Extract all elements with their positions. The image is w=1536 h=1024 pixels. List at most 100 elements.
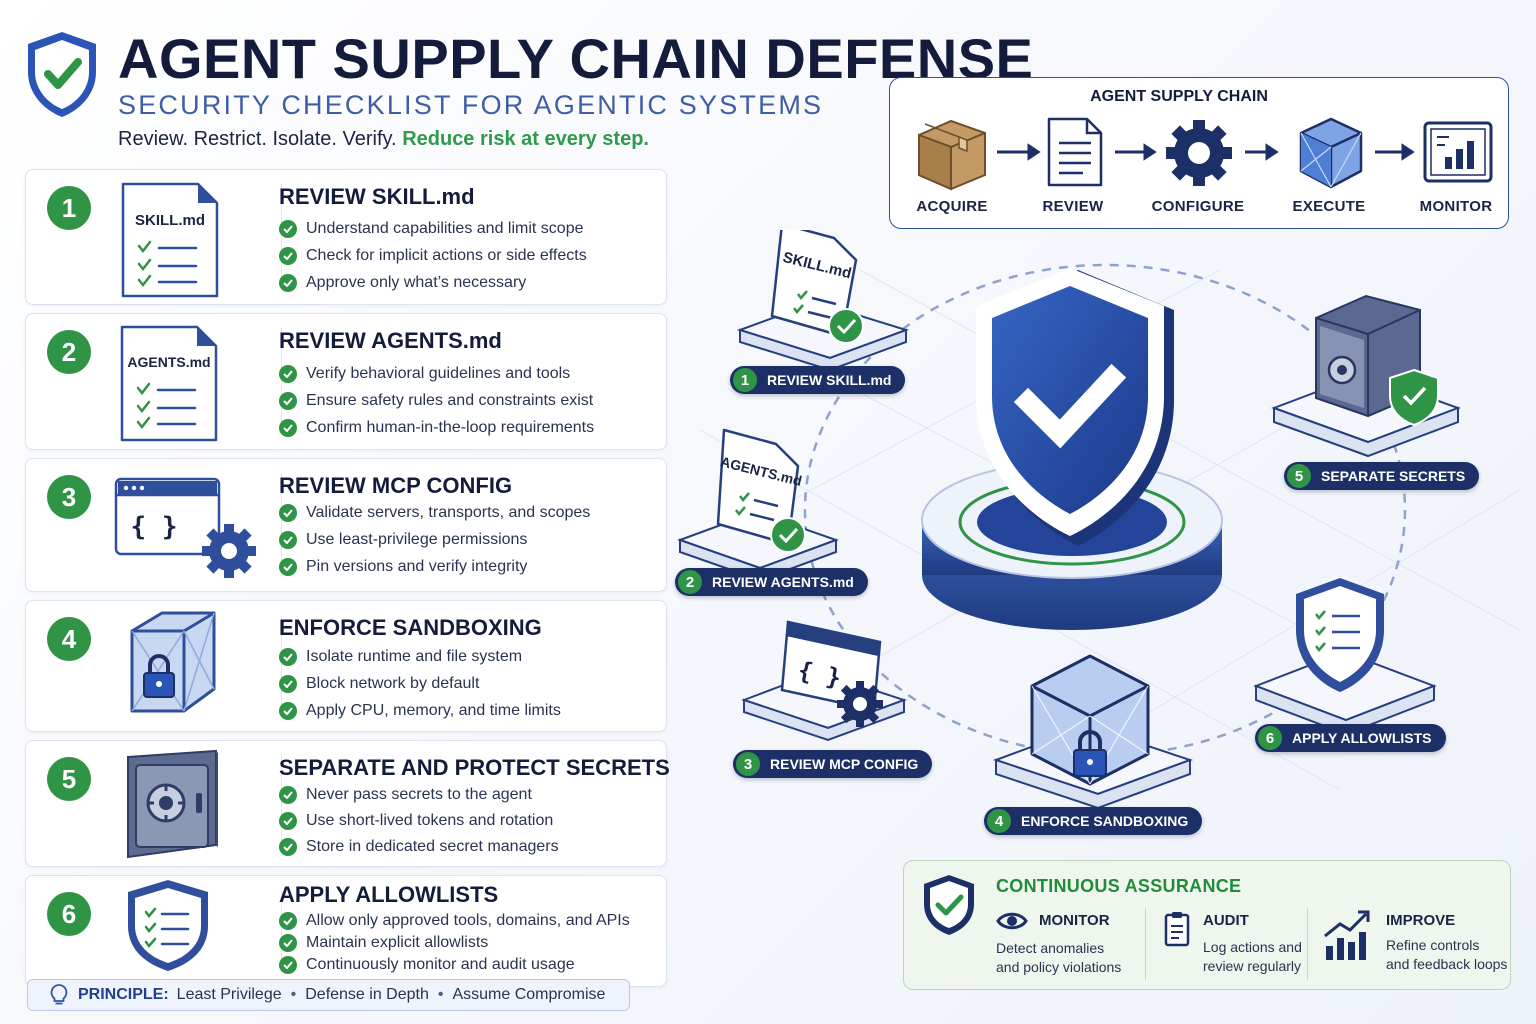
check-icon — [279, 956, 297, 974]
divider — [281, 473, 282, 577]
node-config-window: { } — [741, 620, 908, 742]
step-number: 6 — [47, 892, 91, 936]
principle-label: PRINCIPLE: — [78, 986, 169, 1003]
node-skill-document: SKILL.md — [736, 230, 910, 372]
clipboard-icon — [1164, 912, 1190, 947]
checklist-card-3: 3 { } REVIEW MCP CONFIG Validate servers… — [25, 458, 667, 592]
checklist-card-4: 4 ENFORCE SANDBOXING Isolate runtime and… — [25, 600, 667, 732]
shield-check-icon — [28, 32, 96, 117]
node-number: 2 — [678, 570, 702, 594]
document-icon — [1047, 117, 1103, 187]
check-icon — [279, 503, 297, 522]
check-item: Apply CPU, memory, and time limits — [279, 697, 561, 724]
check-list: Isolate runtime and file system Block ne… — [279, 643, 561, 724]
lightbulb-icon — [50, 984, 68, 1005]
principle-value: Assume Compromise — [452, 986, 606, 1003]
checklist-card-2: 2 AGENTS.md REVIEW AGENTS.md Verify beha… — [25, 313, 667, 450]
sandbox-cube-icon — [106, 601, 266, 731]
card-title: REVIEW SKILL.md — [279, 184, 475, 209]
node-label-text: REVIEW AGENTS.md — [712, 574, 854, 590]
checklist-card-6: 6 APPLY ALLOWLISTS Allow only approved t… — [25, 875, 667, 987]
check-list: Never pass secrets to the agent Use shor… — [279, 782, 559, 860]
check-list: Validate servers, transports, and scopes… — [279, 499, 590, 580]
node-number: 6 — [1258, 726, 1282, 750]
stage-label-review: REVIEW — [1042, 198, 1104, 215]
check-item: Ensure safety rules and constraints exis… — [279, 387, 594, 414]
stage-label-acquire: ACQUIRE — [916, 198, 988, 215]
checklist-card-5: 5 SEPARATE AND PROTECT SECRETS Never pas… — [25, 740, 670, 867]
card-title: SEPARATE AND PROTECT SECRETS — [279, 755, 670, 780]
check-list: Verify behavioral guidelines and tools E… — [279, 360, 594, 441]
divider — [1307, 908, 1308, 980]
check-icon — [279, 246, 297, 265]
node-label-text: APPLY ALLOWLISTS — [1292, 730, 1432, 746]
check-icon — [279, 838, 297, 856]
check-icon — [279, 364, 297, 383]
allowlist-shield-icon — [106, 876, 266, 986]
node-number: 3 — [736, 752, 760, 776]
node-label-3: 3 REVIEW MCP CONFIG — [733, 750, 933, 778]
supply-chain-title: AGENT SUPPLY CHAIN — [1090, 88, 1268, 105]
node-label-6: 6 APPLY ALLOWLISTS — [1255, 724, 1446, 752]
check-item: Pin versions and verify integrity — [279, 553, 590, 580]
check-icon — [279, 674, 297, 693]
assurance-monitor-title: MONITOR — [1039, 912, 1110, 929]
node-label-text: ENFORCE SANDBOXING — [1021, 813, 1189, 829]
card-title: ENFORCE SANDBOXING — [279, 615, 542, 640]
step-number: 4 — [47, 617, 91, 661]
assurance-audit-title: AUDIT — [1203, 912, 1249, 929]
step-number: 1 — [47, 186, 91, 230]
node-label-4: 4 ENFORCE SANDBOXING — [984, 807, 1203, 835]
check-icon — [279, 701, 297, 720]
check-item: Maintain explicit allowlists — [279, 932, 630, 954]
skill-document-icon: SKILL.md — [106, 170, 266, 304]
assurance-improve-text: Refine controls and feedback loops — [1386, 937, 1508, 972]
check-list: Understand capabilities and limit scope … — [279, 215, 587, 296]
assurance-audit-text: Log actions and review regularly — [1203, 939, 1302, 974]
check-item: Allow only approved tools, domains, and … — [279, 910, 630, 932]
assurance-monitor-text: Detect anomalies and policy violations — [996, 940, 1122, 975]
dashboard-icon — [1423, 121, 1493, 183]
eye-icon — [996, 912, 1028, 930]
check-item: Use short-lived tokens and rotation — [279, 808, 559, 834]
card-title: APPLY ALLOWLISTS — [279, 882, 499, 907]
supply-chain-flow — [918, 117, 1493, 191]
code-label: { } — [131, 512, 178, 542]
tagline: Review. Restrict. Isolate. Verify. Reduc… — [118, 128, 649, 151]
check-icon — [279, 912, 297, 930]
check-item: Verify behavioral guidelines and tools — [279, 360, 594, 387]
node-number: 1 — [733, 368, 757, 392]
assurance-improve-title: IMPROVE — [1386, 912, 1456, 929]
stage-label-configure: CONFIGURE — [1151, 198, 1245, 215]
check-icon — [279, 647, 297, 666]
tagline-accent: Reduce risk at every step. — [402, 128, 649, 150]
node-label-1: 1 REVIEW SKILL.md — [730, 366, 906, 394]
node-label-text: REVIEW MCP CONFIG — [770, 756, 919, 772]
divider — [281, 328, 282, 435]
principle-banner: PRINCIPLE: Least Privilege • Defense in … — [27, 979, 630, 1011]
check-item: Check for implicit actions or side effec… — [279, 242, 587, 269]
node-agents-document: AGENTS.md — [677, 428, 839, 582]
node-allowlist-shield — [1253, 578, 1437, 736]
doc-label: SKILL.md — [135, 212, 205, 229]
check-item: Validate servers, transports, and scopes — [279, 499, 590, 526]
assurance-title: CONTINUOUS ASSURANCE — [996, 876, 1242, 896]
tagline-text: Review. Restrict. Isolate. Verify. — [118, 128, 397, 150]
node-label-2: 2 REVIEW AGENTS.md — [675, 568, 868, 596]
card-title: REVIEW AGENTS.md — [279, 328, 502, 353]
divider — [281, 890, 282, 972]
cube-icon — [1299, 117, 1363, 189]
node-sandbox-cube — [992, 654, 1194, 810]
check-icon — [279, 530, 297, 549]
vault-icon — [106, 741, 266, 866]
step-number: 3 — [47, 475, 91, 519]
growth-chart-icon — [1324, 910, 1370, 960]
config-window-icon: { } — [106, 459, 266, 591]
page-subtitle: SECURITY CHECKLIST FOR AGENTIC SYSTEMS — [118, 90, 824, 120]
check-item: Approve only what’s necessary — [279, 269, 587, 296]
divider — [1145, 908, 1146, 980]
node-secrets-vault — [1271, 294, 1461, 458]
check-icon — [279, 418, 297, 437]
stage-label-execute: EXECUTE — [1292, 198, 1366, 215]
check-item: Isolate runtime and file system — [279, 643, 561, 670]
